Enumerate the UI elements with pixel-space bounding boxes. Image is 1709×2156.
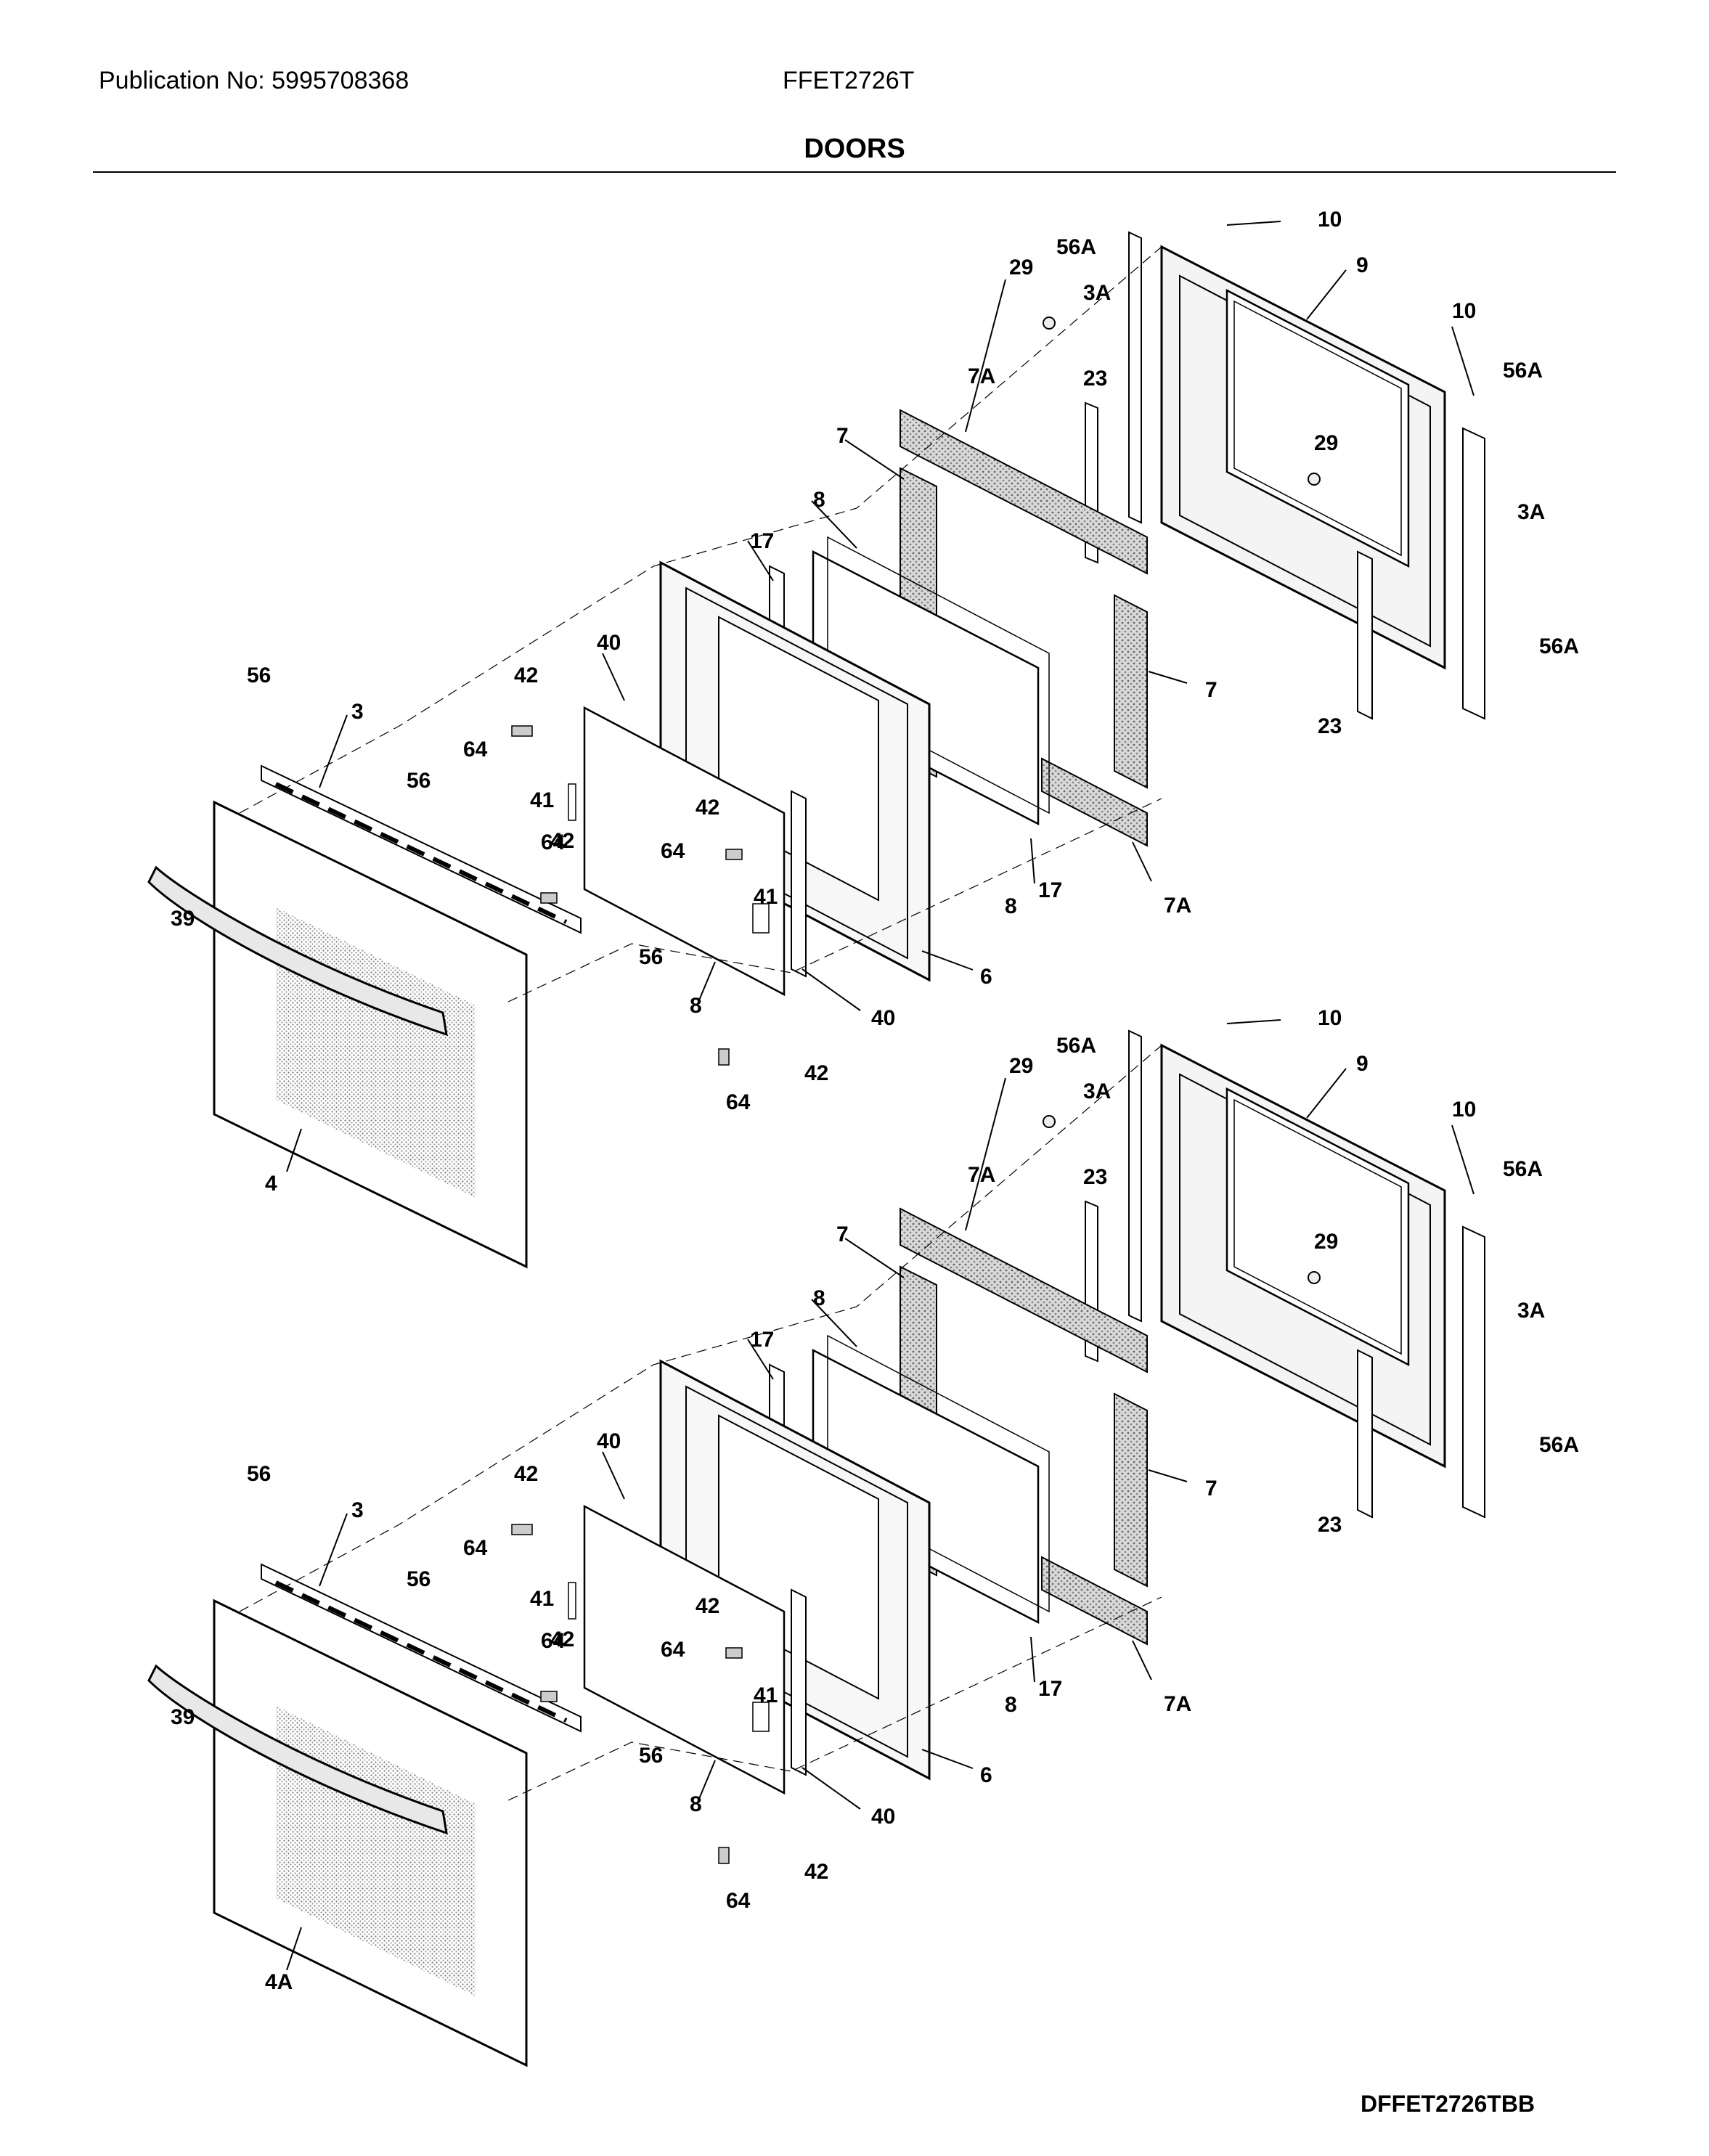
callout-9: 9 — [1356, 253, 1369, 277]
callout-17: 17 — [1038, 1677, 1062, 1701]
callout-23: 23 — [1318, 714, 1342, 738]
callout-40: 40 — [597, 1429, 621, 1453]
callout-42: 42 — [804, 1061, 828, 1085]
callout-42: 42 — [550, 1628, 574, 1651]
callout-17: 17 — [750, 1328, 774, 1352]
callout-7: 7 — [836, 1222, 849, 1246]
callout-42: 42 — [514, 1462, 538, 1486]
callout-40: 40 — [871, 1006, 895, 1030]
callout-64: 64 — [463, 1536, 488, 1560]
callout-3: 3 — [351, 700, 364, 724]
callout-10: 10 — [1318, 1006, 1342, 1030]
callout-3a: 3A — [1083, 1079, 1111, 1103]
callout-42: 42 — [696, 796, 719, 820]
callout-64: 64 — [661, 1638, 685, 1662]
callout-56: 56 — [407, 769, 431, 793]
callout-3: 3 — [351, 1498, 364, 1522]
callout-29: 29 — [1009, 256, 1033, 279]
callout-6: 6 — [980, 965, 992, 989]
callout-29: 29 — [1314, 431, 1338, 455]
callout-7a: 7A — [1164, 1692, 1191, 1716]
callout-56a: 56A — [1539, 634, 1579, 658]
callout-42: 42 — [550, 829, 574, 853]
callout-40: 40 — [871, 1805, 895, 1829]
callout-8: 8 — [813, 488, 825, 512]
callout-4: 4 — [265, 1172, 277, 1196]
callout-7a: 7A — [968, 364, 995, 388]
callout-3a: 3A — [1083, 281, 1111, 305]
callout-56: 56 — [247, 1462, 271, 1486]
callout-39: 39 — [171, 907, 195, 931]
callout-41: 41 — [530, 788, 554, 812]
callout-6: 6 — [980, 1763, 992, 1787]
callout-3a: 3A — [1517, 500, 1545, 524]
callout-56: 56 — [407, 1567, 431, 1591]
callout-56: 56 — [639, 1744, 663, 1768]
callout-29: 29 — [1009, 1054, 1033, 1078]
callout-23: 23 — [1318, 1513, 1342, 1537]
callout-4a: 4A — [265, 1970, 293, 1994]
callout-8: 8 — [1005, 894, 1017, 918]
callout-23: 23 — [1083, 1165, 1107, 1189]
callout-7: 7 — [1205, 678, 1217, 702]
callout-17: 17 — [750, 529, 774, 553]
callout-41: 41 — [530, 1587, 554, 1611]
model-number: FFET2726T — [783, 67, 915, 94]
callout-8: 8 — [1005, 1693, 1017, 1717]
page-title: DOORS — [804, 134, 905, 164]
callout-9: 9 — [1356, 1052, 1369, 1076]
callout-41: 41 — [754, 885, 778, 909]
callout-56: 56 — [639, 945, 663, 969]
callout-64: 64 — [726, 1889, 751, 1913]
callout-10: 10 — [1452, 299, 1476, 323]
drawing-id: DFFET2726TBB — [1361, 2091, 1535, 2117]
publication-number: Publication No: 5995708368 — [99, 67, 409, 94]
callout-41: 41 — [754, 1683, 778, 1707]
callout-29: 29 — [1314, 1230, 1338, 1254]
callout-7: 7 — [1205, 1477, 1217, 1500]
callout-10: 10 — [1452, 1098, 1476, 1122]
callout-42: 42 — [514, 663, 538, 687]
callout-3a: 3A — [1517, 1299, 1545, 1323]
callout-56a: 56A — [1056, 235, 1096, 259]
callout-8: 8 — [690, 1792, 702, 1816]
callout-17: 17 — [1038, 878, 1062, 902]
title-rule — [93, 171, 1616, 173]
callout-56a: 56A — [1503, 1157, 1543, 1181]
callout-10: 10 — [1318, 208, 1342, 232]
callout-7a: 7A — [1164, 894, 1191, 918]
callout-64: 64 — [661, 839, 685, 863]
callout-64: 64 — [463, 738, 488, 761]
callout-40: 40 — [597, 631, 621, 655]
callout-64: 64 — [541, 1629, 566, 1653]
callout-39: 39 — [171, 1705, 195, 1729]
callout-56a: 56A — [1539, 1433, 1579, 1457]
callout-56: 56 — [247, 663, 271, 687]
callout-7: 7 — [836, 424, 849, 448]
callout-8: 8 — [690, 994, 702, 1018]
callout-23: 23 — [1083, 367, 1107, 391]
callout-64: 64 — [726, 1090, 751, 1114]
callout-42: 42 — [696, 1594, 719, 1618]
callout-64: 64 — [541, 830, 566, 854]
callout-42: 42 — [804, 1860, 828, 1884]
callout-7a: 7A — [968, 1163, 995, 1187]
callout-8: 8 — [813, 1286, 825, 1310]
callout-56a: 56A — [1056, 1034, 1096, 1058]
callout-56a: 56A — [1503, 359, 1543, 383]
